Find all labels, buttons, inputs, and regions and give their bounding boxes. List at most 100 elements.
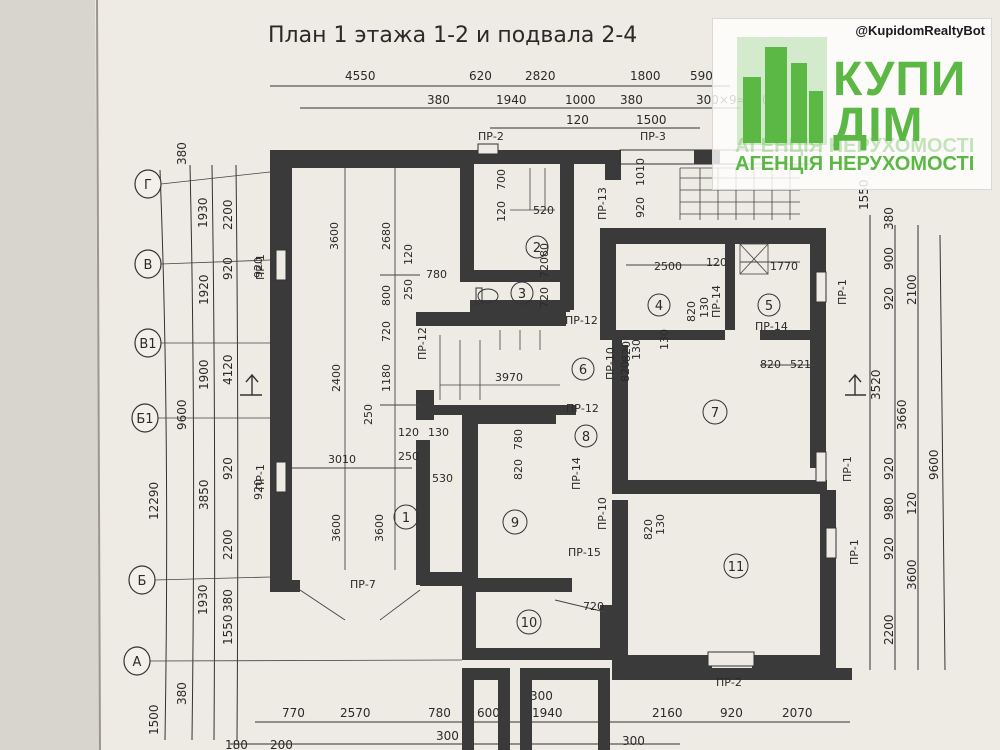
dim-room45: 130 <box>654 514 667 535</box>
opening-label: ПР-2 <box>716 676 742 689</box>
dim-room45: 130 <box>698 297 711 318</box>
dim-left: 1900 <box>197 359 211 390</box>
dim-room45: 1770 <box>770 260 798 273</box>
dim-right: 380 <box>882 207 896 230</box>
dim-room1: 120 <box>402 244 415 265</box>
brand-line-1: КУПИ <box>833 53 967 106</box>
dim-left: 2200 <box>221 529 235 560</box>
dim-left: 1930 <box>196 197 210 228</box>
dim-room1: 720 <box>380 321 393 342</box>
dim-stair: 520 <box>533 204 554 217</box>
brand-name: КУПИ ДIМ <box>833 53 967 152</box>
dim-room1: 2680 <box>380 222 393 250</box>
dim-bottom: 2570 <box>340 706 371 720</box>
dim-stair: 780 <box>512 429 525 450</box>
room-number: 4 <box>655 299 663 314</box>
plan-title: План 1 этажа 1-2 и подвала 2-4 <box>268 23 637 48</box>
dim-top: 380 <box>620 93 643 107</box>
dim-top: 1940 <box>496 93 527 107</box>
opening-label: ПР-14 <box>710 285 723 318</box>
opening-label: ПР-2 <box>478 130 504 143</box>
dim-bottom: 600 <box>477 706 500 720</box>
dim-top: 620 <box>469 69 492 83</box>
dim-room1: 3600 <box>330 514 343 542</box>
dim-stair: 820 <box>619 361 632 382</box>
opening-label: ПР-1 <box>841 456 854 482</box>
dim-right: 3520 <box>869 369 883 400</box>
brand-line-2: ДIМ <box>833 99 924 152</box>
dim-stair: 130 <box>630 339 643 360</box>
dim-room45: 820 <box>642 519 655 540</box>
dim-room45: 820 <box>685 301 698 322</box>
room-number: 10 <box>521 616 538 631</box>
dim-bottom: 2070 <box>782 706 813 720</box>
dim-right: 920 <box>882 287 896 310</box>
dim-room1: 800 <box>380 285 393 306</box>
dim-bottom: 920 <box>720 706 743 720</box>
dim-bottom: 300 <box>622 734 645 748</box>
dim-room7: 820 <box>760 358 781 371</box>
dim-left: 1550 <box>221 614 235 645</box>
dim-room1: 530 <box>432 472 453 485</box>
dim-room1: 3600 <box>328 222 341 250</box>
dim-right: 2100 <box>905 274 919 305</box>
dim-left: 920 <box>221 257 235 280</box>
room-number: 8 <box>582 430 590 445</box>
dim-top: 1000 <box>565 93 596 107</box>
dim-stair: 120 <box>495 201 508 222</box>
opening-label: ПР-12 <box>416 327 429 360</box>
dim-left: 1500 <box>147 704 161 735</box>
opening-label: ПР-14 <box>570 457 583 490</box>
dim-room911: 920 <box>252 479 265 500</box>
dim-right: 3600 <box>905 559 919 590</box>
dim-bottom: 2160 <box>652 706 683 720</box>
dim-room1: 120 <box>398 426 419 439</box>
dim-room7: 130 <box>658 329 671 350</box>
axis-label: В1 <box>139 337 156 352</box>
opening-label: ПР-15 <box>568 546 601 559</box>
room-number: 9 <box>511 516 519 531</box>
dim-room1: 250 <box>398 450 419 463</box>
dim-room1: 2400 <box>330 364 343 392</box>
dim-left: 2200 <box>221 199 235 230</box>
opening-label: ПР-1 <box>848 539 861 565</box>
axis-label: Г <box>144 178 152 193</box>
axis-label: А <box>133 655 142 670</box>
dim-right: 900 <box>882 247 896 270</box>
opening-label: ПР-14 <box>755 320 788 333</box>
opening-label: ПР-10 <box>604 347 617 380</box>
dim-left: 920 <box>221 457 235 480</box>
room-number: 11 <box>728 560 745 575</box>
dim-bottom: 180 <box>225 738 248 750</box>
dim-top: 120 <box>566 113 589 127</box>
dim-stair: 80 <box>538 243 551 257</box>
dim-top: 380 <box>427 93 450 107</box>
dim-room911: 920 <box>252 257 265 278</box>
dim-left: 380 <box>175 142 189 165</box>
opening-label: ПР-13 <box>596 187 609 220</box>
bot-handle: @KupidomRealtyBot <box>855 23 985 38</box>
dim-bottom: 200 <box>270 738 293 750</box>
dim-top: 590 <box>690 69 713 83</box>
dim-stair: 720 <box>538 287 551 308</box>
room-number: 2 <box>533 241 541 256</box>
dim-room1: 780 <box>426 268 447 281</box>
dim-room45: 2500 <box>654 260 682 273</box>
agency-ghost-text: АГЕНЦІЯ НЕРУХОМОСТІ <box>735 135 975 157</box>
dim-room7: 521 <box>790 358 811 371</box>
dim-left: 380 <box>175 682 189 705</box>
opening-label: ПР-7 <box>350 578 376 591</box>
dim-left: 3850 <box>197 479 211 510</box>
room-number: 7 <box>711 406 719 421</box>
axis-label: Б1 <box>136 412 153 427</box>
dim-room1: 3600 <box>373 514 386 542</box>
opening-label: ПР-1 <box>836 279 849 305</box>
dim-left: 1920 <box>197 274 211 305</box>
dim-top: 4550 <box>345 69 376 83</box>
dim-stair: 3970 <box>495 371 523 384</box>
dim-left: 380 <box>221 589 235 612</box>
dim-room911: 1010 <box>634 158 647 186</box>
dim-room1: 250 <box>362 404 375 425</box>
opening-label: ПР-12 <box>565 314 598 327</box>
dim-left: 4120 <box>221 354 235 385</box>
